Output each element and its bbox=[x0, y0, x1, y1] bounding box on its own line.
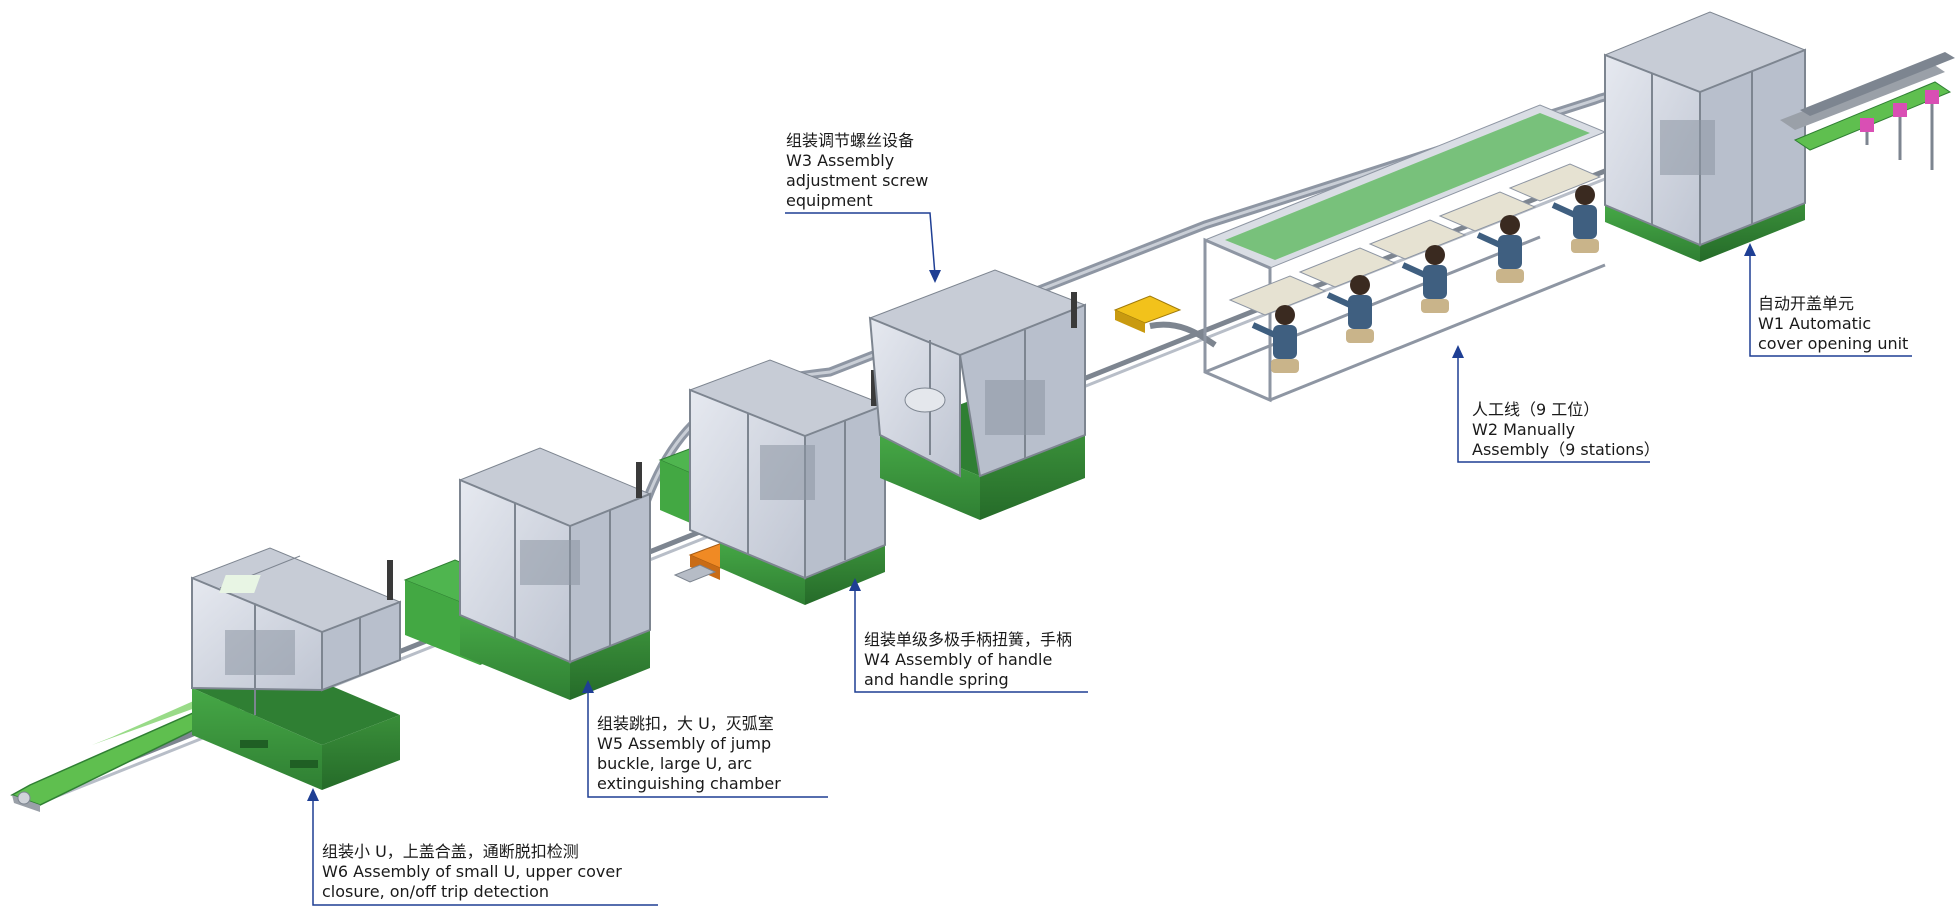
label-w3: 组装调节螺丝设备 W3 Assembly adjustment screw eq… bbox=[786, 131, 928, 211]
label-w3-cn: 组装调节螺丝设备 bbox=[786, 131, 915, 150]
label-w1-cn: 自动开盖单元 bbox=[1758, 294, 1855, 313]
machine-w3 bbox=[868, 269, 1087, 520]
leader-w4 bbox=[849, 578, 1088, 693]
label-w3-en-2: adjustment screw bbox=[786, 171, 929, 190]
label-w5-cn: 组装跳扣，大 U，灭弧室 bbox=[597, 714, 774, 733]
label-w5-en-1: W5 Assembly of jump bbox=[597, 734, 772, 753]
label-w1-en-2: cover opening unit bbox=[1758, 334, 1909, 353]
machine-w1 bbox=[1603, 11, 1807, 262]
label-w1-en-1: W1 Automatic bbox=[1758, 314, 1872, 333]
machine-w4 bbox=[658, 359, 887, 605]
leader-w1 bbox=[1744, 243, 1912, 357]
leader-w3 bbox=[785, 212, 941, 283]
label-w6-en-1: W6 Assembly of small U, upper cover bbox=[322, 862, 622, 881]
label-w6-en-2: closure, on/off trip detection bbox=[322, 882, 550, 901]
leader-w2 bbox=[1452, 345, 1650, 463]
label-w6: 组装小 U，上盖合盖，通断脱扣检测 W6 Assembly of small U… bbox=[322, 842, 622, 902]
manual-workbench-line bbox=[1203, 104, 1607, 403]
label-w3-en-3: equipment bbox=[786, 191, 873, 210]
leader-w5 bbox=[582, 680, 828, 798]
label-w4: 组装单级多极手柄扭簧，手柄 W4 Assembly of handle and … bbox=[864, 630, 1072, 690]
label-w2-en-1: W2 Manually bbox=[1472, 420, 1576, 439]
workers bbox=[1251, 185, 1599, 373]
label-w2: 人工线（9 工位） W2 Manually Assembly（9 station… bbox=[1472, 400, 1660, 460]
label-w5: 组装跳扣，大 U，灭弧室 W5 Assembly of jump buckle,… bbox=[597, 714, 781, 794]
label-w2-cn: 人工线（9 工位） bbox=[1472, 400, 1600, 419]
yellow-feeder bbox=[1113, 295, 1217, 348]
label-w3-en-1: W3 Assembly bbox=[786, 151, 895, 170]
label-w4-en-1: W4 Assembly of handle bbox=[864, 650, 1053, 669]
machine-w5 bbox=[458, 447, 652, 700]
workbench-trays bbox=[1228, 163, 1602, 316]
label-w2-en-2: Assembly（9 stations） bbox=[1472, 440, 1660, 459]
leader-w6 bbox=[307, 788, 658, 906]
machine-w6 bbox=[190, 547, 402, 790]
label-w4-cn: 组装单级多极手柄扭簧，手柄 bbox=[864, 630, 1073, 649]
label-w5-en-2: buckle, large U, arc bbox=[597, 754, 753, 773]
label-w1: 自动开盖单元 W1 Automatic cover opening unit bbox=[1758, 294, 1908, 354]
infeed-conveyor bbox=[1780, 52, 1955, 170]
label-w6-cn: 组装小 U，上盖合盖，通断脱扣检测 bbox=[322, 842, 579, 861]
label-w5-en-3: extinguishing chamber bbox=[597, 774, 781, 793]
label-w4-en-2: and handle spring bbox=[864, 670, 1009, 689]
